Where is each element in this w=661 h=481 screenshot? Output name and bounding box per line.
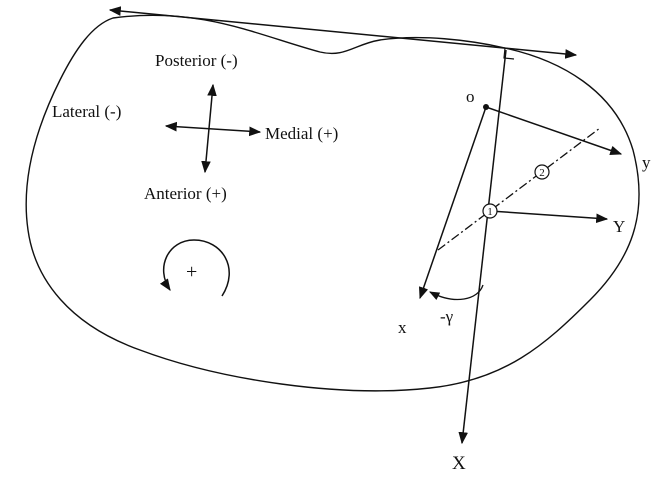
medial-label: Medial (+) xyxy=(265,124,338,143)
local-x-label: x xyxy=(398,318,407,337)
local-x-axis xyxy=(418,106,487,300)
point-1-label: 1 xyxy=(487,206,493,218)
global-Y-label: Y xyxy=(613,217,625,236)
global-x-axis xyxy=(458,49,507,445)
lateral-medial-arrow xyxy=(164,121,262,137)
anterior-label: Anterior (+) xyxy=(144,184,227,203)
right-angle-marker xyxy=(503,47,515,60)
gamma-angle-label: -γ xyxy=(440,307,454,326)
global-y-axis xyxy=(489,210,609,224)
posterior-label: Posterior (-) xyxy=(155,51,238,70)
origin-dot xyxy=(483,104,489,110)
gamma-angle-arc xyxy=(429,284,484,301)
local-y-label: y xyxy=(642,153,651,172)
cross-section-outline xyxy=(25,14,640,392)
point-2-label: 2 xyxy=(539,167,545,179)
principal-dashdot-line xyxy=(437,127,601,251)
local-y-axis xyxy=(485,106,623,155)
origin-label: o xyxy=(466,87,475,106)
point-2-circle xyxy=(534,164,550,180)
tangent-line xyxy=(108,6,578,59)
rotation-sign-label: + xyxy=(186,261,197,283)
lateral-label: Lateral (-) xyxy=(52,102,121,121)
global-X-label: X xyxy=(452,453,466,474)
point-1-circle xyxy=(482,203,498,219)
x-axis-end-dot xyxy=(420,287,426,293)
rotation-arrow xyxy=(159,239,230,297)
